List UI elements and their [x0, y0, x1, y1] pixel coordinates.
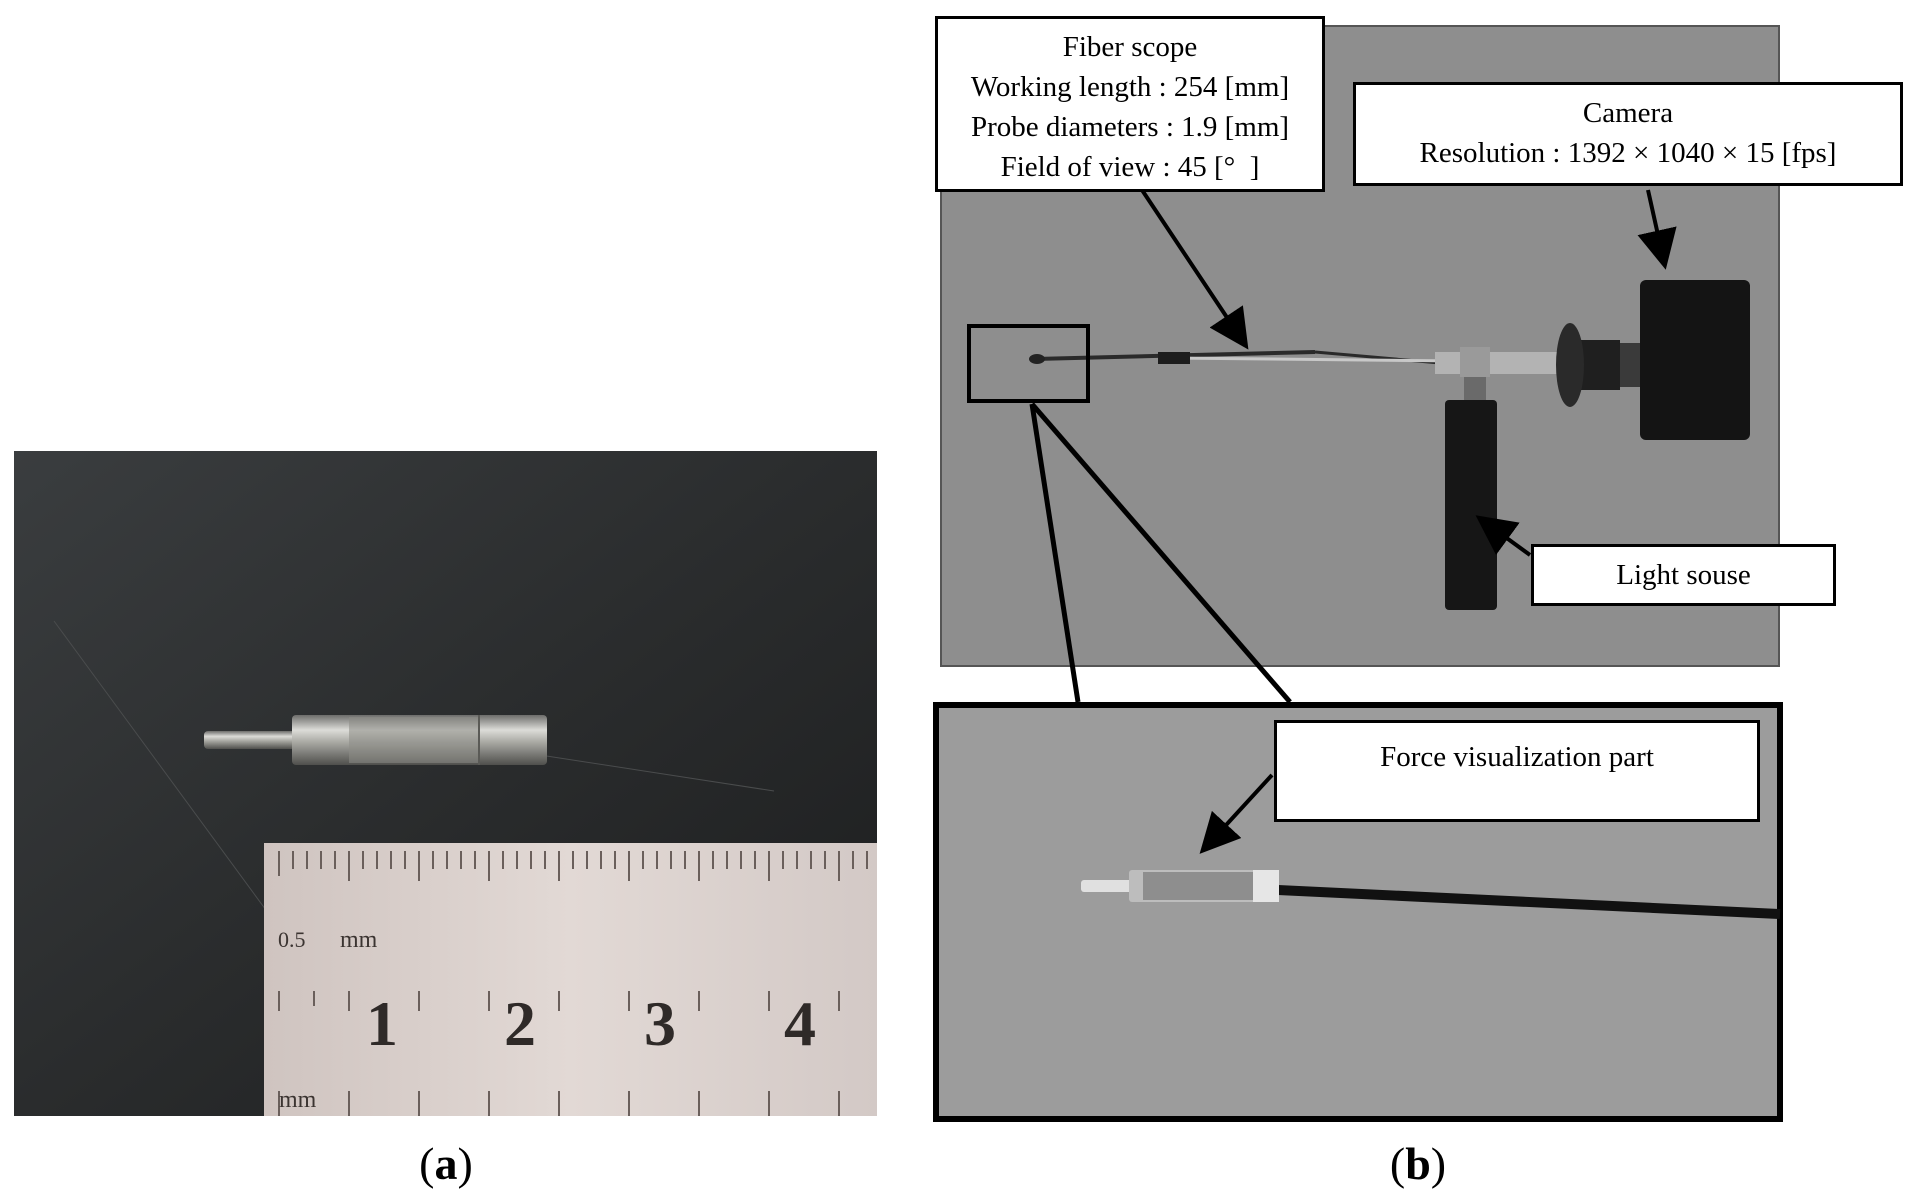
ruler-bottom-unit-mm: mm	[279, 1087, 317, 1113]
fiber-scope-label-box: Fiber scope Working length : 254 [mm] Pr…	[935, 16, 1325, 192]
camera-resolution: Resolution : 1392 × 1040 × 15 [fps]	[1419, 137, 1837, 169]
panel-b-caption: (b)	[1389, 1138, 1447, 1189]
ruler: 0.5 mm mm 1 2 3 4	[264, 843, 877, 1116]
light-source-label-box: Light souse	[1531, 544, 1836, 606]
camera-title: Camera	[1582, 97, 1674, 129]
ruler-number-3: 3	[644, 988, 676, 1059]
panel-a-caption-letter: a	[434, 1138, 458, 1189]
force-part-label: Force visualization part	[1380, 741, 1654, 773]
panel-a-photo: 0.5 mm mm 1 2 3 4	[14, 451, 877, 1116]
force-part-label-box: Force visualization part	[1274, 720, 1760, 822]
panel-b-caption-letter: b	[1405, 1138, 1431, 1189]
panel-a-caption: (a)	[419, 1138, 473, 1189]
camera-label-box: Camera Resolution : 1392 × 1040 × 15 [fp…	[1353, 82, 1903, 186]
zoom-source-box	[967, 324, 1090, 403]
fiber-scope-working-length: Working length : 254 [mm]	[970, 71, 1290, 103]
ruler-number-1: 1	[366, 988, 398, 1059]
fiber-scope-probe-diameters: Probe diameters : 1.9 [mm]	[970, 111, 1290, 143]
ruler-number-2: 2	[504, 988, 536, 1059]
light-source-label: Light souse	[1616, 559, 1751, 591]
ruler-top-unit-mm: mm	[340, 927, 378, 953]
ruler-top-unit-value: 0.5	[278, 927, 306, 952]
fiber-scope-field-of-view: Field of view : 45 [° ]	[1000, 151, 1260, 183]
ruler-number-4: 4	[784, 988, 816, 1059]
fiber-scope-title: Fiber scope	[1062, 31, 1198, 63]
